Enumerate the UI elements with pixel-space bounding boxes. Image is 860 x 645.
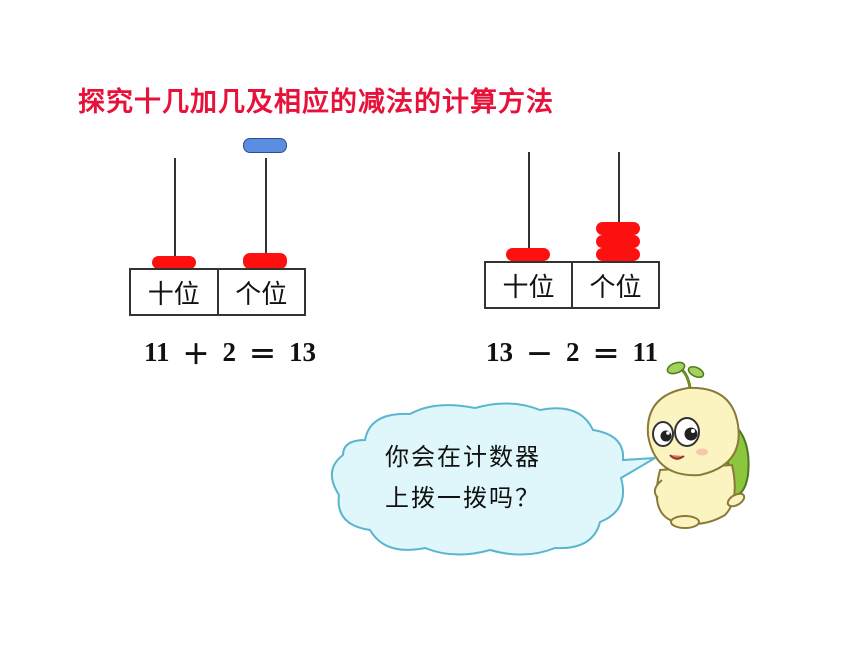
mascot-sprout-character: [646, 361, 750, 529]
left-eq-a: 11: [144, 337, 170, 367]
left-ones-bead: [243, 253, 287, 269]
speech-line-1: 你会在计数器: [385, 443, 541, 471]
left-eq-op: ＋: [182, 340, 210, 370]
left-place-value-table: 十位 个位: [129, 268, 306, 316]
left-ones-label: 个位: [216, 270, 305, 314]
right-ones-bead-2: [596, 235, 640, 248]
left-tens-label: 十位: [147, 279, 200, 310]
left-tens-rod: [174, 158, 176, 270]
left-equation: 11 ＋ 2 ＝ 13: [144, 333, 316, 372]
right-equation: 13 － 2 ＝ 11: [486, 333, 658, 372]
speech-bubble: [331, 402, 656, 556]
sprout-leaf-right: [687, 365, 705, 379]
right-eq-result: 11: [632, 337, 659, 367]
right-tens-rod: [528, 152, 530, 264]
speech-line-2: 上拨一拨吗？: [385, 484, 541, 512]
left-eq-result: 13: [289, 337, 317, 367]
left-moved-bead: [243, 138, 287, 153]
mascot-mouth: [669, 454, 685, 460]
sprout-leaf-left: [666, 361, 686, 375]
mascot-foot-left: [670, 515, 700, 529]
right-eq-a: 13: [486, 337, 513, 367]
right-eq-equals: ＝: [592, 340, 620, 370]
page-title: 探究十几加几及相应的减法的计算方法: [78, 87, 554, 118]
left-eq-equals: ＝: [249, 340, 277, 370]
mascot-foot-right: [726, 492, 746, 508]
speech-text: 你会在计数器 上拨一拨吗？: [385, 437, 541, 519]
left-eq-b: 2: [222, 337, 237, 367]
right-eq-op: －: [526, 340, 553, 370]
mascot-pupil-right: [684, 427, 698, 441]
right-ones-bead-3: [596, 248, 640, 261]
right-ones-rod: [618, 152, 620, 264]
right-ones-label: 个位: [571, 263, 658, 307]
right-tens-bead: [506, 248, 550, 261]
right-ones-bead-1: [596, 222, 640, 235]
mascot-body: [655, 463, 736, 525]
mascot-pupil-left: [660, 430, 672, 442]
right-eq-b: 2: [566, 337, 580, 367]
left-tens-bead: [152, 256, 196, 269]
right-place-value-table: 十位 个位: [484, 261, 660, 309]
cloud-shape: [331, 402, 656, 556]
mascot-arm-left: [653, 479, 663, 499]
right-tens-label: 十位: [502, 272, 555, 303]
left-ones-rod: [265, 158, 267, 270]
